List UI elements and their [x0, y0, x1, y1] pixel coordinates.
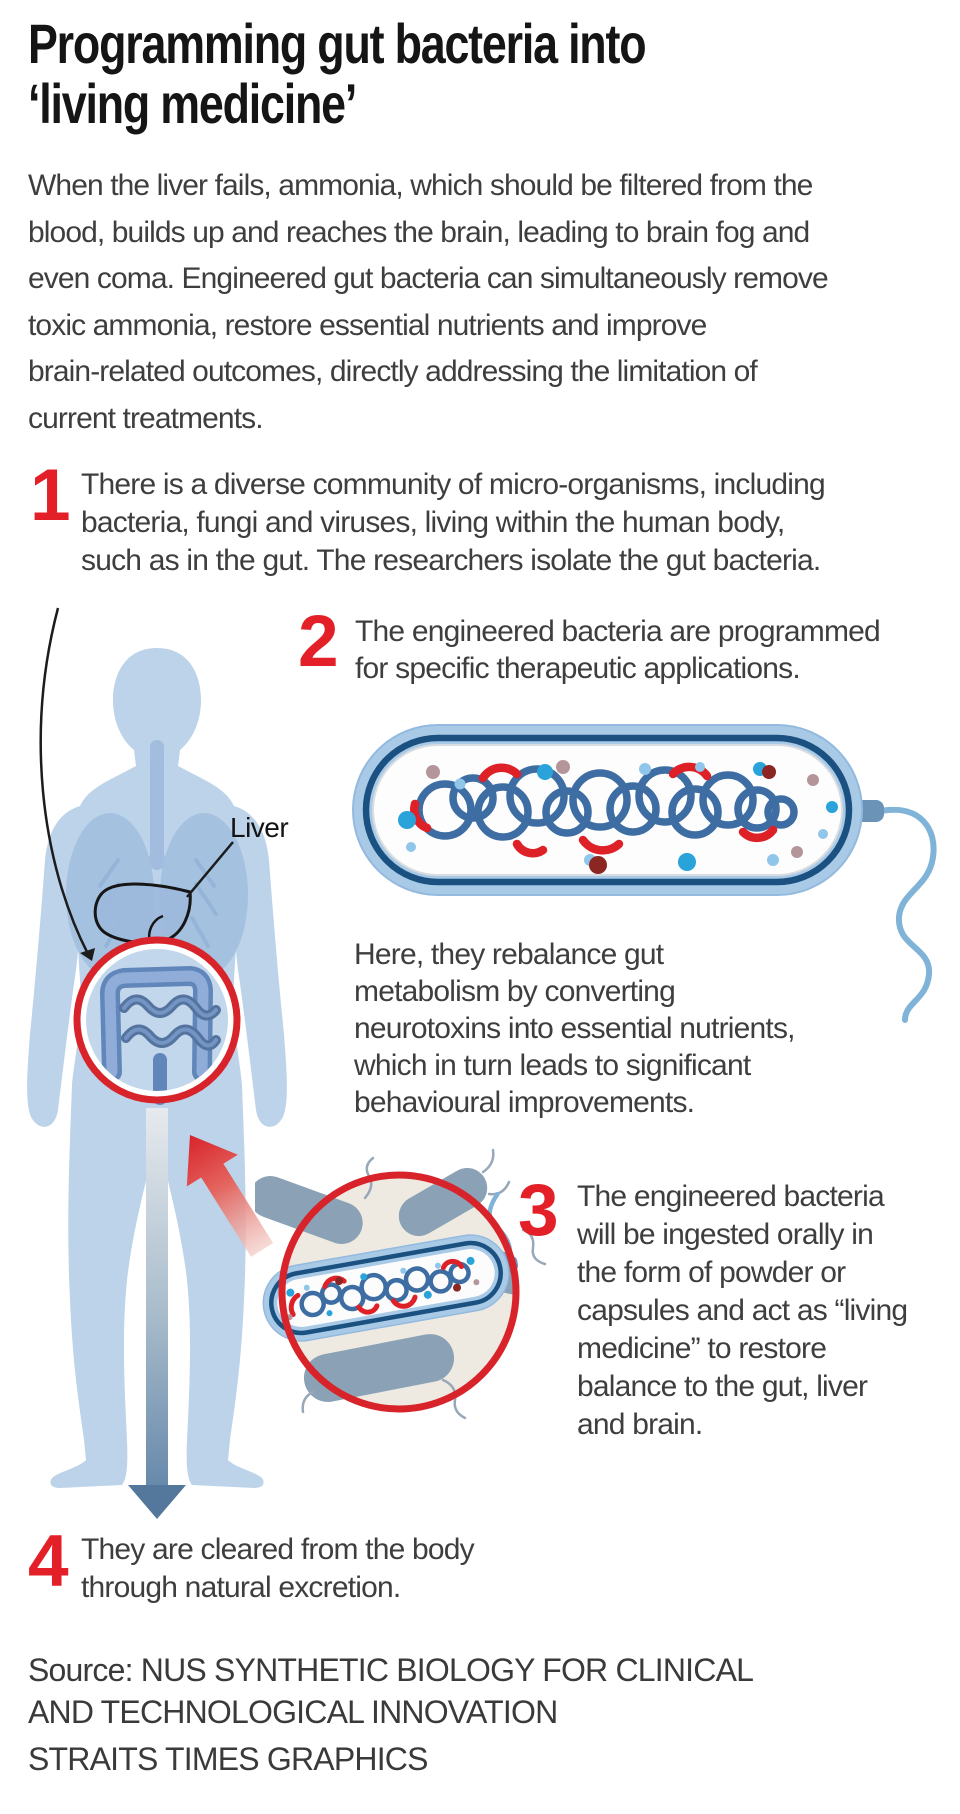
- step-3-number: 3: [518, 1170, 559, 1251]
- excretion-arrow: [128, 1108, 186, 1519]
- source-attribution: Source: NUS SYNTHETIC BIOLOGY FOR CLINIC…: [28, 1652, 754, 1730]
- human-body-illustration: [27, 607, 287, 1519]
- step-4-text: They are cleared from the body through n…: [81, 1533, 475, 1604]
- zoom-dna-tangle: [299, 1261, 471, 1318]
- zoom-particles: [286, 1256, 480, 1321]
- gut-circle: [73, 936, 241, 1105]
- intro-paragraph: When the liver fails, ammonia, which sho…: [28, 169, 829, 435]
- flagellum: [850, 800, 937, 1023]
- bacterium-note: Here, they rebalance gut metabolism by c…: [354, 938, 795, 1119]
- cytoplasm-particles: [398, 760, 838, 874]
- step-4-number: 4: [28, 1521, 69, 1602]
- zoom-to-gut-arrow: [186, 1135, 274, 1257]
- step1-pointer-arrow: [39, 607, 95, 961]
- zoom-circle-ring: [278, 1171, 520, 1413]
- dna-tangle: [415, 765, 798, 841]
- zoom-engineered-bacterium: [262, 1191, 519, 1342]
- step-3-text: The engineered bacteria will be ingested…: [577, 1180, 908, 1441]
- engineered-bacterium-illustration: [352, 724, 937, 1023]
- step-1-text: There is a diverse community of micro-or…: [81, 468, 826, 577]
- graphics-credit: STRAITS TIMES GRAPHICS: [28, 1741, 428, 1777]
- dna-red-segments: [410, 762, 778, 858]
- liver-label: Liver: [230, 812, 289, 843]
- liver-pointer-line: [186, 841, 234, 898]
- step-1-number: 1: [30, 455, 71, 536]
- step-2-number: 2: [298, 601, 339, 682]
- liver-outline: [93, 882, 192, 945]
- intestines: [100, 966, 221, 1105]
- gut-bacteria-zoom-illustration: [255, 1148, 547, 1420]
- step-2-text: The engineered bacteria are programmed f…: [355, 615, 881, 685]
- page-title: Programming gut bacteria into ‘living me…: [28, 12, 647, 135]
